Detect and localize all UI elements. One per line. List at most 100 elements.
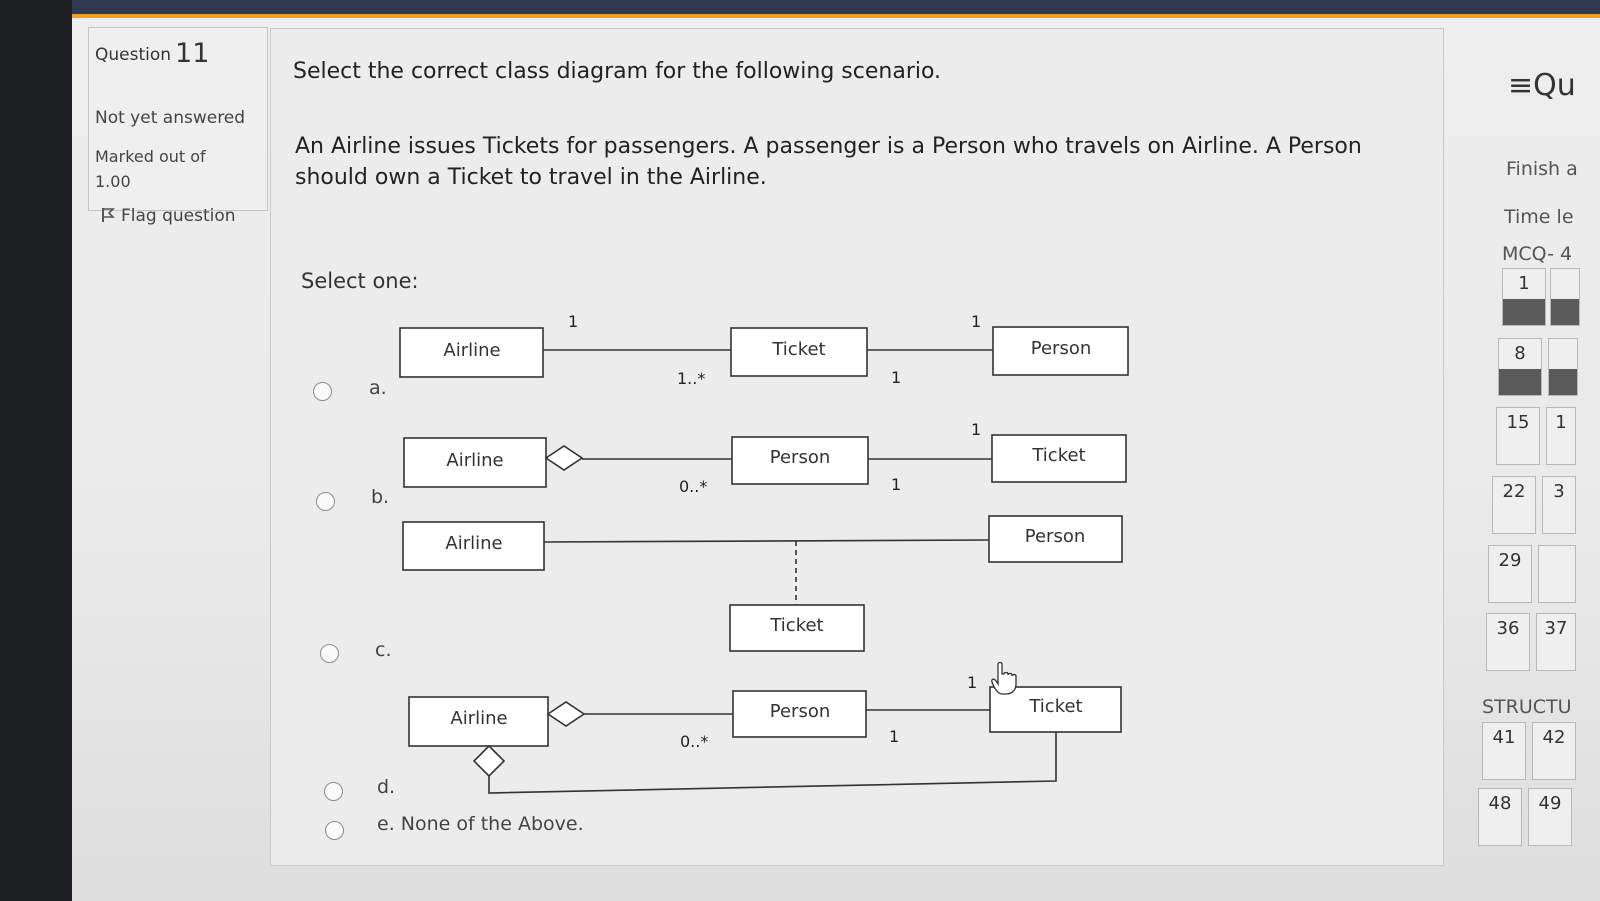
diagram-d-person-label: Person	[770, 701, 831, 722]
nav-question-23[interactable]: 3	[1542, 476, 1576, 534]
menu-icon: ≡	[1508, 68, 1534, 103]
radio-option-e[interactable]	[325, 821, 344, 840]
nav-question-36[interactable]: 36	[1486, 613, 1530, 671]
diagram-d-ticket-label: Ticket	[1028, 696, 1082, 717]
diagram-d-airline-box	[408, 696, 549, 747]
diagram-a-mult-airline: 1	[568, 312, 578, 331]
radio-option-d[interactable]	[324, 782, 343, 801]
diagram-a-mult-person: 1	[971, 312, 981, 331]
diagram-b-aggregation-diamond	[544, 445, 584, 471]
finish-attempt-link[interactable]: Finish a	[1506, 158, 1578, 180]
radio-option-a[interactable]	[313, 382, 332, 401]
nav-question-37-label: 37	[1544, 618, 1568, 639]
diagram-b-mult-ticket: 1	[971, 420, 981, 439]
diagram-b-ticket-box	[991, 434, 1127, 483]
nav-question-22[interactable]: 22	[1492, 476, 1536, 534]
section-structure-label: STRUCTU	[1482, 696, 1572, 718]
radio-option-c[interactable]	[320, 644, 339, 663]
option-e-label[interactable]: e. None of the Above.	[377, 813, 584, 835]
nav-question-36-label: 36	[1496, 618, 1520, 639]
nav-question-1[interactable]: 1	[1502, 268, 1546, 326]
nav-answered-bar	[1503, 299, 1545, 325]
diagram-d-ticket-box	[989, 686, 1122, 733]
diagram-d-mult-person: 0..*	[680, 732, 708, 751]
diagram-d-airline-ticket-line	[488, 732, 1057, 794]
diagram-d-aggregation-diamond-person	[546, 701, 586, 727]
quiz-navigation-header[interactable]: ≡Qu	[1508, 68, 1576, 103]
nav-question-16[interactable]: 1	[1546, 407, 1576, 465]
diagram-c-airline-label: Airline	[445, 533, 502, 554]
diagram-c-airline-person-line	[543, 539, 990, 543]
diagram-b-ticket-label: Ticket	[1031, 445, 1085, 466]
question-state: Not yet answered	[95, 108, 246, 128]
diagram-c-person-box	[988, 515, 1123, 563]
diagram-a-ticket-label: Ticket	[771, 339, 825, 360]
diagram-a-person-label: Person	[1031, 338, 1092, 359]
diagram-c-ticket-label: Ticket	[769, 615, 823, 636]
question-text: Select the correct class diagram for the…	[293, 59, 942, 84]
nav-question-42[interactable]: 42	[1532, 722, 1576, 780]
question-number-value: 11	[175, 38, 210, 69]
diagram-d-mult-person-ticket: 1	[889, 727, 899, 746]
option-c-label[interactable]: c.	[375, 639, 392, 661]
nav-question-49[interactable]: 49	[1528, 788, 1572, 846]
diagram-a-mult-ticket-person: 1	[891, 368, 901, 387]
section-mcq-label: MCQ- 4	[1502, 243, 1573, 265]
diagram-d-person-box	[732, 690, 867, 738]
nav-question-29[interactable]: 29	[1488, 545, 1532, 603]
top-accent-line	[72, 14, 1600, 18]
diagram-c-person-label: Person	[1025, 526, 1086, 547]
time-left-label: Time le	[1504, 206, 1574, 228]
nav-question-15[interactable]: 15	[1496, 407, 1540, 465]
diagram-d-aggregation-diamond-ticket	[472, 744, 506, 778]
nav-question-8[interactable]: 8	[1498, 338, 1542, 396]
quiz-navigation-panel: ≡Qu Finish a Time le MCQ- 4 1 8 15 1 22 …	[1478, 30, 1600, 901]
diagram-c-airline-box	[402, 521, 545, 571]
diagram-b-person-label: Person	[770, 447, 831, 468]
nav-question-29-label: 29	[1498, 550, 1522, 571]
diagram-a-airline-box	[399, 327, 544, 378]
diagram-a-ticket-box	[730, 327, 868, 377]
nav-answered-bar	[1499, 369, 1541, 395]
nav-question-41-label: 41	[1492, 727, 1516, 748]
nav-question-23-label: 3	[1553, 481, 1565, 502]
nav-question-2[interactable]	[1550, 268, 1580, 326]
flag-icon	[102, 208, 115, 222]
flag-question-link[interactable]: Flag question	[101, 206, 236, 226]
diagram-a-airline-label: Airline	[443, 340, 500, 361]
nav-question-30[interactable]	[1538, 545, 1576, 603]
option-b-label[interactable]: b.	[371, 486, 390, 508]
nav-question-41[interactable]: 41	[1482, 722, 1526, 780]
nav-question-37[interactable]: 37	[1536, 613, 1576, 671]
diagram-d-airline-label: Airline	[450, 708, 507, 729]
nav-question-42-label: 42	[1542, 727, 1566, 748]
radio-option-b[interactable]	[316, 492, 335, 511]
nav-question-48-label: 48	[1488, 793, 1512, 814]
nav-question-16-label: 1	[1555, 412, 1567, 433]
nav-answered-bar	[1549, 369, 1577, 395]
diagram-c-ticket-box	[729, 604, 865, 652]
hand-cursor-icon	[991, 661, 1017, 695]
question-marks: Marked out of 1.00	[95, 147, 206, 191]
select-one-label: Select one:	[301, 269, 419, 293]
nav-answered-bar	[1551, 299, 1579, 325]
question-label: Question	[95, 45, 172, 65]
diagram-d-mult-ticket: 1	[967, 673, 977, 692]
option-a-label[interactable]: a.	[369, 377, 387, 399]
nav-question-9[interactable]	[1548, 338, 1578, 396]
quiz-navigation-title: Qu	[1533, 68, 1576, 103]
nav-question-49-label: 49	[1538, 793, 1562, 814]
diagram-b-airline-box	[403, 437, 547, 488]
scenario-text: An Airline issues Tickets for passengers…	[295, 134, 1362, 190]
class-diagrams: Airline Ticket Person Airline Person Tic…	[399, 312, 1129, 794]
nav-question-48[interactable]: 48	[1478, 788, 1522, 846]
diagram-b-mult-person-ticket: 1	[891, 475, 901, 494]
nav-question-22-label: 22	[1502, 481, 1526, 502]
flag-question-label: Flag question	[121, 206, 236, 226]
nav-question-8-label: 8	[1514, 343, 1526, 364]
diagram-a-person-box	[992, 326, 1129, 376]
diagram-b-mult-person: 0..*	[679, 477, 707, 496]
option-d-label[interactable]: d.	[377, 776, 396, 798]
